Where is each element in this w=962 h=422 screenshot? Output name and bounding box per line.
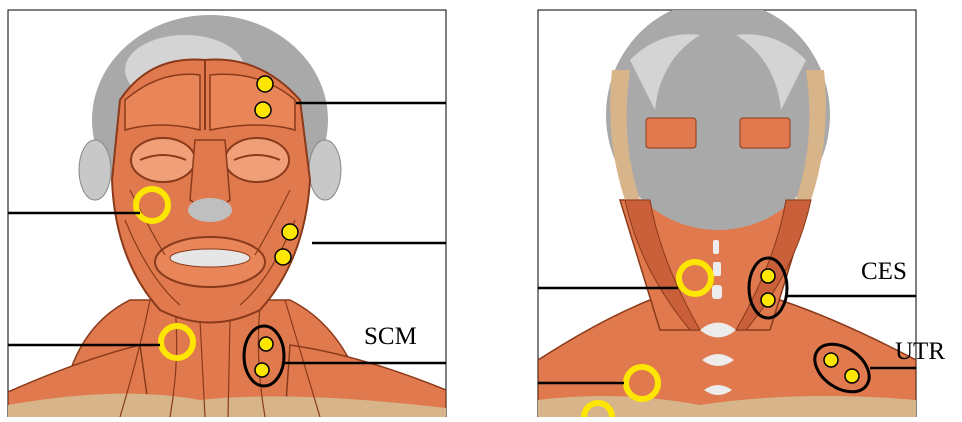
masseter-electrode-2 [275,249,291,265]
front-face-panel [8,10,446,417]
masseter-electrode-1 [282,224,298,240]
teeth [170,249,250,267]
utr-label: UTR [895,339,945,364]
ces-electrode-2 [761,293,775,307]
frontalis-electrode-1 [257,76,273,92]
occipitalis-right [740,118,790,148]
scm-label: SCM [364,324,417,349]
nose-tip [188,198,232,222]
nasalis [190,140,230,208]
ces-electrode-1 [761,269,775,283]
back-head-panel [538,0,916,417]
scm-electrode-2 [255,363,269,377]
utr-electrode-2 [845,369,859,383]
scm-electrode-1 [259,337,273,351]
left-ear [79,140,111,200]
right-ear [309,140,341,200]
back-skull [606,0,830,230]
ces-label: CES [861,259,907,284]
occipitalis-left [646,118,696,148]
utr-electrode-1 [824,353,838,367]
frontalis-electrode-2 [255,102,271,118]
